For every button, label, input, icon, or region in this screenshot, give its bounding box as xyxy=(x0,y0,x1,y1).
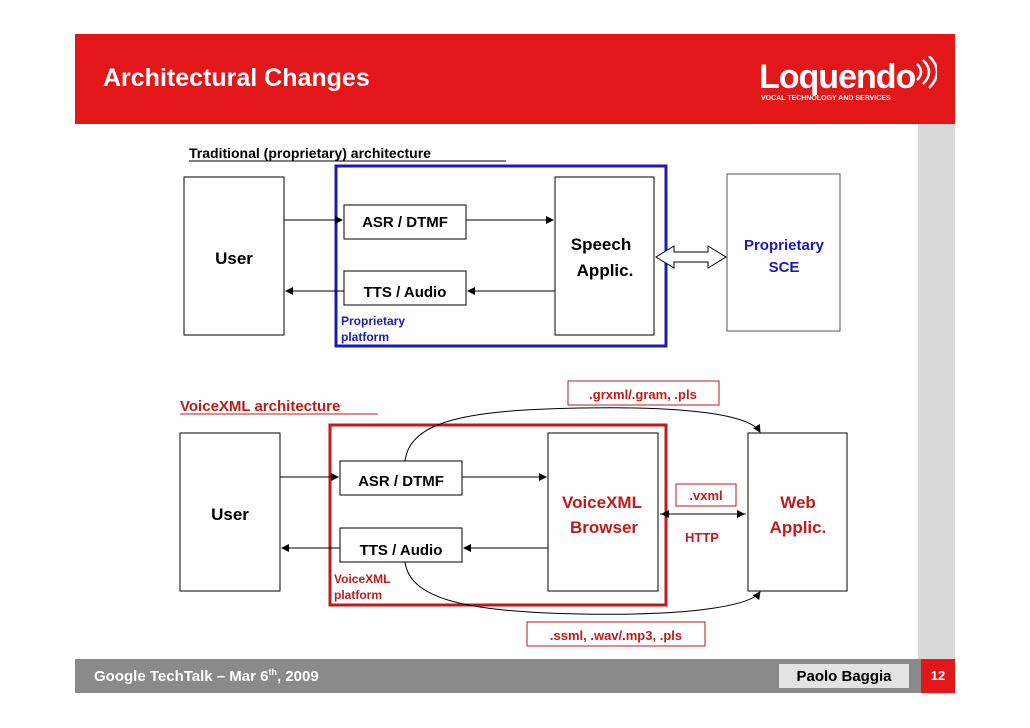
footer-event-text: Google TechTalk – Mar 6 xyxy=(94,668,269,685)
trad-tts-label: TTS / Audio xyxy=(364,284,447,301)
page-number-box: 12 xyxy=(921,659,955,693)
slide-footer: Google TechTalk – Mar 6th, 2009 Paolo Ba… xyxy=(75,659,955,693)
svg-text:VOCAL TECHNOLOGY AND SERVICES: VOCAL TECHNOLOGY AND SERVICES xyxy=(761,95,891,102)
vxml-platform-label-2: platform xyxy=(334,588,382,602)
audio-fetch-curve xyxy=(404,561,761,615)
vxml-browser-label-1: VoiceXML xyxy=(562,493,642,512)
trad-sce-box xyxy=(726,173,841,332)
author-name: Paolo Baggia xyxy=(796,668,892,685)
trad-platform-label-1: Proprietary xyxy=(341,314,405,328)
vxml-label-box xyxy=(675,483,737,507)
slide-title: Architectural Changes xyxy=(103,64,370,92)
grammar-fetch-curve xyxy=(404,407,761,462)
vxml-browser-label-2: Browser xyxy=(570,518,638,537)
web-app-box xyxy=(747,432,848,592)
vxml-browser-box xyxy=(547,432,659,592)
audio-format-label: .ssml, .wav/.mp3, .pls xyxy=(550,628,682,643)
vxml-user-box xyxy=(179,432,281,592)
grammar-label-box xyxy=(567,380,720,406)
page-number: 12 xyxy=(930,668,946,683)
web-app-label-2: Applic. xyxy=(770,518,827,537)
trad-sce-label-2: SCE xyxy=(769,259,800,276)
vxml-asr-label: ASR / DTMF xyxy=(358,473,444,490)
trad-speech-app-label-1: Speech xyxy=(571,235,631,254)
svg-text:Loquendo: Loquendo xyxy=(759,58,916,96)
loquendo-logo: Loquendo VOCAL TECHNOLOGY AND SERVICES xyxy=(759,56,937,102)
trad-asr-box xyxy=(343,204,467,240)
trad-asr-label: ASR / DTMF xyxy=(362,214,448,231)
vxml-tts-label: TTS / Audio xyxy=(360,542,443,559)
vxml-asr-box xyxy=(339,460,463,496)
trad-user-label: User xyxy=(215,249,253,268)
footer-event-sup: th xyxy=(268,667,278,677)
trad-user-box xyxy=(183,176,285,336)
trad-tts-box xyxy=(343,270,467,306)
footer-event-tail: , 2009 xyxy=(277,668,319,685)
vxml-user-label: User xyxy=(211,505,249,524)
trad-speech-app-label-2: Applic. xyxy=(577,261,634,280)
http-label: HTTP xyxy=(685,530,719,545)
voicexml-heading: VoiceXML architecture xyxy=(180,398,340,415)
slide-header: Architectural Changes Loquendo VOCAL TEC… xyxy=(75,34,955,124)
trad-speech-app-box xyxy=(554,176,655,336)
traditional-heading: Traditional (proprietary) architecture xyxy=(189,145,431,161)
trad-app-sce-double-arrow xyxy=(655,245,727,269)
right-side-bar xyxy=(918,124,955,659)
web-app-label-1: Web xyxy=(780,493,816,512)
footer-event-label: Google TechTalk – Mar 6th, 2009 xyxy=(94,667,319,685)
vxml-tts-box xyxy=(339,527,463,563)
trad-sce-label-1: Proprietary xyxy=(744,237,825,254)
grammar-label: .grxml/.gram, .pls xyxy=(589,387,697,402)
vxml-platform-label-1: VoiceXML xyxy=(334,572,390,586)
author-box: Paolo Baggia xyxy=(779,664,909,688)
audio-label-box xyxy=(526,621,706,647)
vxml-format-label: .vxml xyxy=(689,488,722,503)
trad-platform-label-2: platform xyxy=(341,330,389,344)
